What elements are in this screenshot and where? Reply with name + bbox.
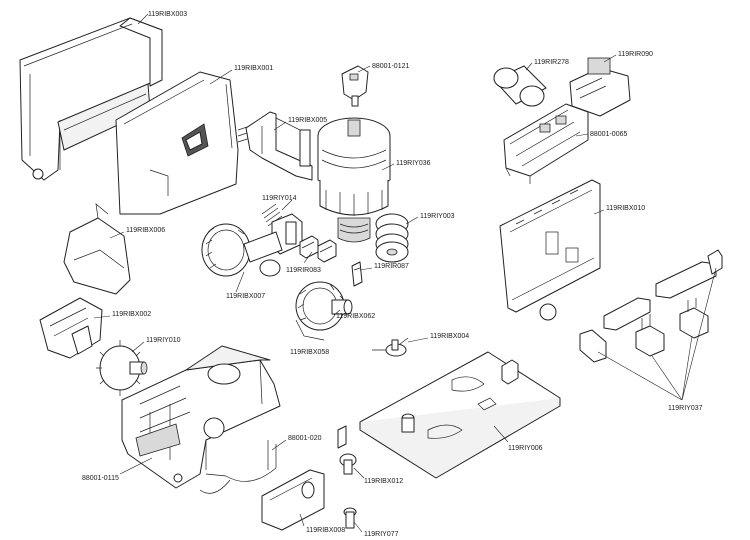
label-88001-0121: 88001-0121	[372, 63, 409, 70]
label-119ribx003: 119RIBX003	[148, 11, 187, 18]
label-119rir278: 119RIR278	[534, 59, 569, 66]
label-119ribx004: 119RIBX004	[430, 333, 469, 340]
part-fittings-119rir083	[299, 235, 337, 263]
label-119riy014: 119RIY014	[262, 195, 297, 202]
label-119ribx008: 119RIBX008	[306, 527, 345, 534]
label-119ribx010: 119RIBX010	[606, 205, 645, 212]
label-88001-0115: 88001-0115	[82, 475, 119, 482]
label-119ribx005: 119RIBX005	[288, 117, 327, 124]
part-assembly-119ribx058	[295, 319, 325, 341]
label-119ribx012: 119RIBX012	[364, 478, 403, 485]
label-88001-0065: 88001-0065	[590, 131, 627, 138]
label-119ribx007: 119RIBX007	[226, 293, 265, 300]
label-119rir083: 119RIR083	[286, 267, 321, 274]
label-119ribx062: 119RIBX062	[336, 313, 375, 320]
part-discs-119riy003	[375, 213, 409, 263]
label-119ribx006: 119RIBX006	[126, 227, 165, 234]
part-anchors-119riy037	[579, 249, 723, 363]
label-119ribx058: 119RIBX058	[290, 349, 329, 356]
label-119riy003: 119RIY003	[420, 213, 455, 220]
part-wire-88001020	[199, 440, 277, 494]
label-119rir090: 119RIR090	[618, 51, 653, 58]
label-119ribx002: 119RIBX002	[112, 311, 151, 318]
part-board-880010065	[503, 103, 589, 184]
part-transformer-119rir090	[569, 57, 631, 117]
part-gear-shaft-119ribx007	[201, 223, 283, 277]
part-base-plate-119riy006	[359, 351, 561, 479]
label-88001-020: 88001-020	[288, 435, 322, 442]
label-119riy037: 119RIY037	[668, 405, 703, 412]
label-119riy077: 119RIY077	[364, 531, 399, 538]
part-key-119riy077	[343, 507, 357, 529]
label-119riy036: 119RIY036	[396, 160, 431, 167]
part-cover-119ribx003	[19, 17, 163, 181]
part-motor-119riy036	[317, 117, 391, 243]
part-clip-119rir087	[351, 261, 363, 287]
part-housing-119ribx002	[39, 297, 103, 359]
part-casing-880010115	[121, 345, 281, 489]
label-119riy010: 119RIY010	[146, 337, 181, 344]
part-screw-119ribx012	[337, 425, 357, 475]
label-119riy006: 119RIY006	[508, 445, 543, 452]
part-gear-119ribx062	[295, 281, 353, 331]
leader-lines	[93, 13, 717, 533]
part-mount-plate-119ribx010	[499, 179, 601, 321]
part-pinion-119riy010	[96, 340, 148, 396]
part-capacitor-119rir278	[493, 65, 547, 107]
part-cover-plate-119ribx008	[261, 469, 325, 531]
label-119ribx001: 119RIBX001	[234, 65, 273, 72]
part-labels: 119RIBX003 119RIBX001 88001-0121 119RIBX…	[82, 11, 703, 538]
part-bracket-119ribx005	[245, 111, 313, 181]
part-cap-119ribx006	[63, 203, 131, 295]
label-119rir087: 119RIR087	[374, 263, 409, 270]
part-knob-880010121	[341, 65, 369, 107]
part-lever-119ribx004	[372, 337, 409, 357]
